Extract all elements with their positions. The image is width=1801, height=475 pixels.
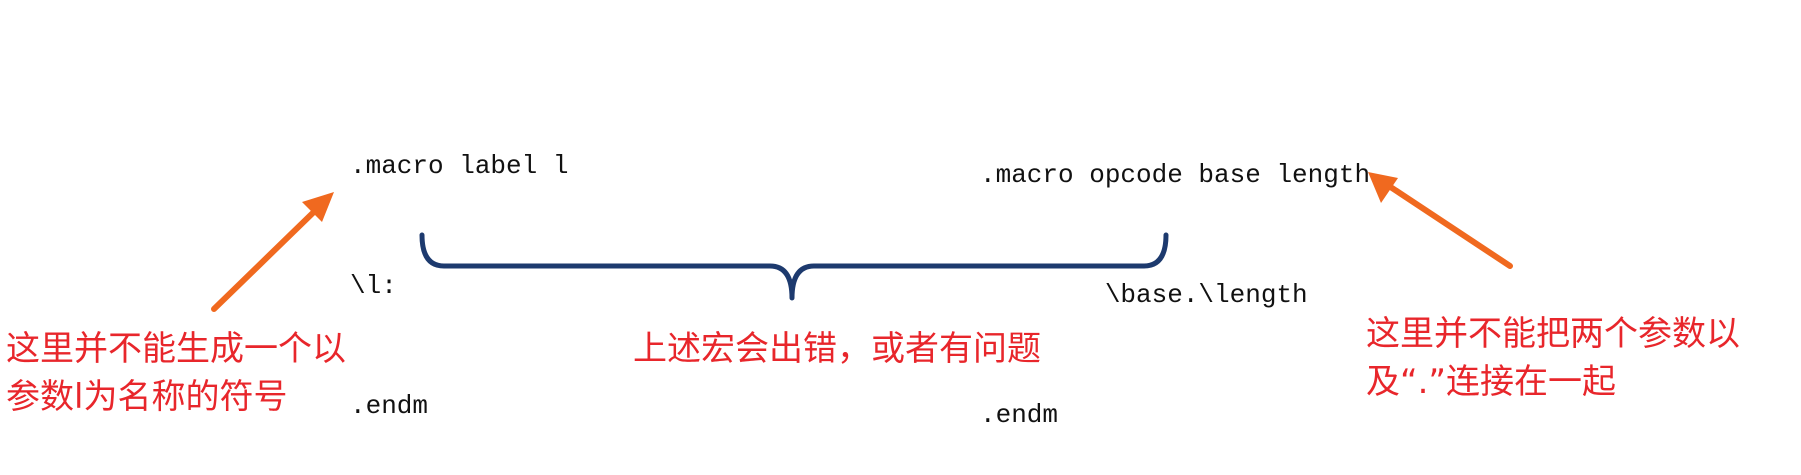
code-line: \l: [350, 271, 397, 301]
curly-brace [419, 232, 1169, 301]
code-line: .macro label l [350, 151, 569, 181]
left-annotation: 这里并不能生成一个以 参数l为名称的符号 [6, 325, 346, 421]
right-annotation: 这里并不能把两个参数以 及“.”连接在一起 [1366, 310, 1740, 406]
left-arrow-icon [211, 192, 334, 312]
code-line: .endm [350, 391, 429, 421]
annotation-line: 这里并不能把两个参数以 [1366, 314, 1740, 354]
code-line: .endm [980, 400, 1059, 430]
annotation-line: 参数l为名称的符号 [6, 377, 288, 417]
left-macro-code: .macro label l \l: .endm [350, 66, 568, 466]
diagram-overlay [211, 172, 1513, 312]
right-arrow-icon [1368, 172, 1513, 269]
annotation-line: 上述宏会出错，或者有问题 [633, 329, 1041, 369]
code-line: \base.\length [980, 280, 1308, 310]
annotation-line: 这里并不能生成一个以 [6, 329, 346, 369]
right-macro-code: .macro opcode base length \base.\length … [980, 75, 1370, 475]
annotation-line: 及“.”连接在一起 [1366, 362, 1617, 402]
center-annotation: 上述宏会出错，或者有问题 [633, 325, 1041, 373]
code-line: .macro opcode base length [980, 160, 1371, 190]
